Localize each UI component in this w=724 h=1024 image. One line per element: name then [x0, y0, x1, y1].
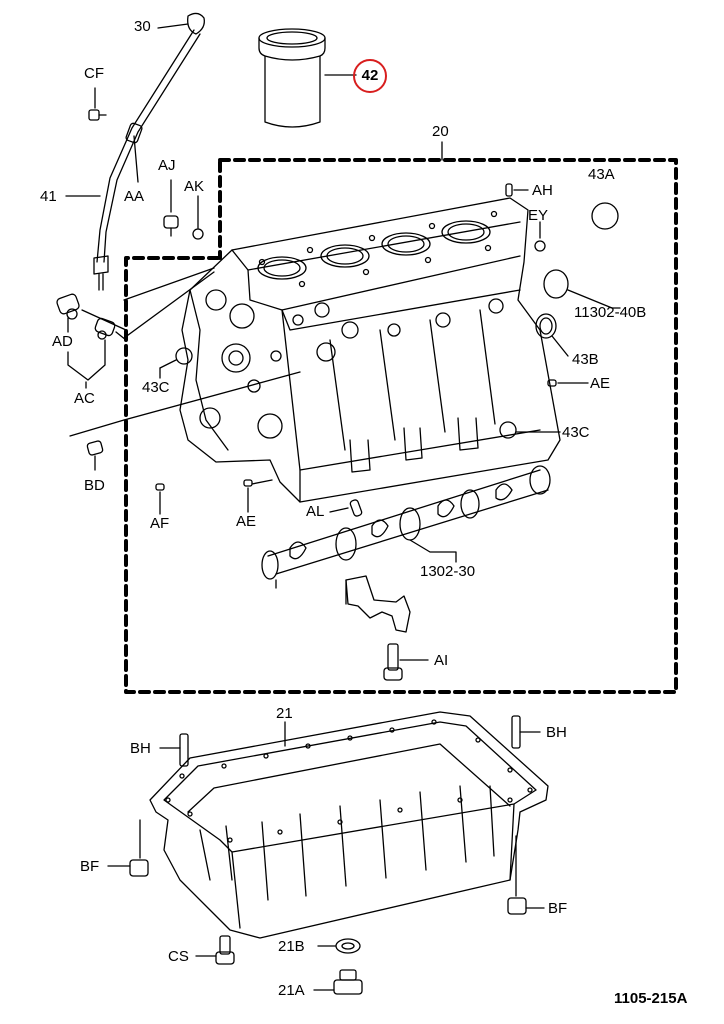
- label-21b: 21B: [278, 938, 305, 955]
- label-43c-left: 43C: [142, 379, 170, 396]
- label-ak: AK: [184, 178, 205, 195]
- label-21a: 21A: [278, 982, 305, 999]
- block-plugs-and-pins: [155, 183, 621, 515]
- label-ae-right: AE: [590, 375, 611, 392]
- label-ad: AD: [52, 333, 73, 350]
- engine-block-assembly-frame: [124, 141, 678, 694]
- label-bh-right: BH: [546, 724, 567, 741]
- label-bf-left: BF: [80, 858, 100, 875]
- label-11302-40b: 11302-40B: [574, 304, 647, 321]
- label-bd: BD: [84, 477, 105, 494]
- oil-pan: [107, 711, 549, 995]
- label-bf-right: BF: [548, 900, 568, 917]
- label-al: AL: [306, 503, 325, 520]
- label-1302-30: 1302-30: [420, 563, 476, 580]
- label-cf: CF: [84, 65, 104, 82]
- bearing-cap-and-bolt: [345, 575, 429, 681]
- label-af: AF: [150, 515, 170, 532]
- label-bh-left: BH: [130, 740, 151, 757]
- label-21: 21: [276, 705, 293, 722]
- label-aj: AJ: [158, 157, 176, 174]
- engine-block: [123, 197, 561, 503]
- figure-number: 1105-215A: [614, 990, 688, 1007]
- label-43c-right: 43C: [562, 424, 590, 441]
- label-aa: AA: [124, 188, 145, 205]
- sensors-ad-ac-bd: [56, 293, 127, 471]
- label-ai: AI: [434, 652, 449, 669]
- label-ae-left: AE: [236, 513, 257, 530]
- label-ah: AH: [532, 182, 553, 199]
- label-ey: EY: [528, 207, 549, 224]
- label-43a: 43A: [588, 166, 615, 183]
- label-20: 20: [432, 123, 449, 140]
- cylinder-liner-part: [258, 28, 357, 128]
- label-cs: CS: [168, 948, 189, 965]
- small-fittings-aj-ak: [163, 179, 204, 240]
- camshaft: [261, 465, 551, 589]
- label-41: 41: [40, 188, 57, 205]
- label-42-highlighted: 42: [353, 59, 387, 93]
- label-30: 30: [134, 18, 151, 35]
- label-ac: AC: [74, 390, 95, 407]
- label-43b: 43B: [572, 351, 599, 368]
- dipstick-and-tube: [65, 12, 205, 291]
